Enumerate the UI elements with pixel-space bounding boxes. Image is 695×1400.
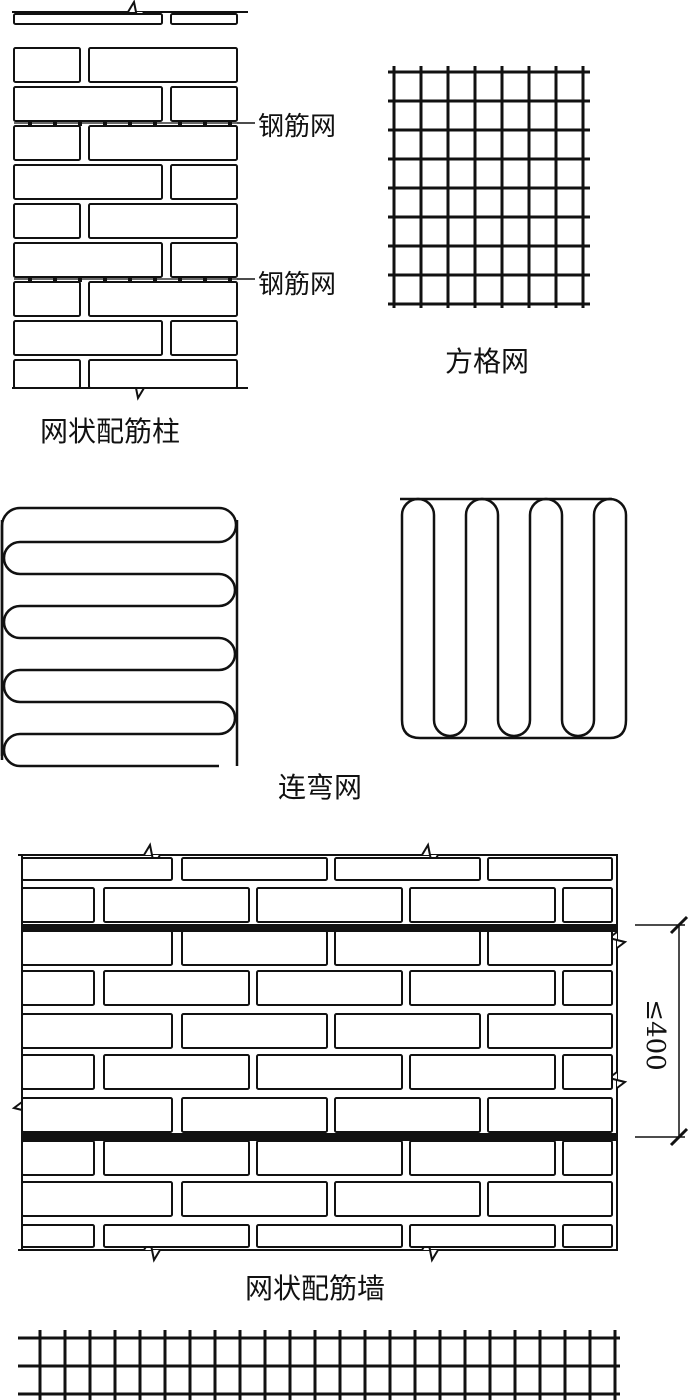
- brick: [487, 1013, 613, 1049]
- brick: [487, 930, 613, 966]
- continuous-mesh-caption: 连弯网: [278, 771, 362, 804]
- brick: [256, 1140, 403, 1176]
- brick: [562, 887, 613, 923]
- brick: [21, 887, 95, 923]
- reinforcement-mesh-layer: [22, 1133, 616, 1141]
- brick: [181, 1181, 328, 1217]
- brick: [170, 320, 238, 356]
- continuous-mesh-vertical-drawing: [400, 497, 628, 740]
- brick: [256, 970, 403, 1006]
- continuous-mesh-horizontal-drawing: [0, 506, 239, 768]
- dimension-tick: [669, 915, 689, 935]
- brick: [13, 281, 81, 317]
- brick: [13, 86, 163, 122]
- mesh-bottom-bar: [400, 719, 628, 740]
- brick: [88, 47, 238, 83]
- brick: [409, 887, 556, 923]
- brick: [409, 1054, 556, 1090]
- brick: [21, 930, 173, 966]
- brick: [256, 1054, 403, 1090]
- brick: [256, 887, 403, 923]
- brick: [170, 164, 238, 200]
- brick: [170, 242, 238, 278]
- brick: [181, 857, 328, 881]
- brick: [562, 1224, 613, 1248]
- brick: [13, 203, 81, 239]
- brick: [13, 242, 163, 278]
- brick: [409, 1224, 556, 1248]
- brick: [13, 13, 163, 25]
- brick: [21, 1097, 173, 1133]
- brick: [13, 47, 81, 83]
- brick: [562, 1054, 613, 1090]
- brick: [334, 857, 481, 881]
- brick: [334, 1181, 481, 1217]
- brick: [103, 1140, 250, 1176]
- dimension-tick: [669, 1127, 689, 1147]
- column-caption: 网状配筋柱: [40, 415, 180, 448]
- brick: [103, 887, 250, 923]
- mesh-label-bottom: 钢筋网: [258, 270, 336, 300]
- brick: [487, 1097, 613, 1133]
- reinforcement-mesh-layer: [22, 924, 616, 932]
- brick: [409, 970, 556, 1006]
- bottom-mesh-drawing: [18, 1330, 620, 1400]
- continuous-bar: [400, 497, 628, 738]
- brick: [181, 1097, 328, 1133]
- brick: [13, 320, 163, 356]
- brick: [487, 857, 613, 881]
- brick: [21, 1140, 95, 1176]
- brick: [170, 86, 238, 122]
- brick: [170, 13, 238, 25]
- brick: [13, 359, 81, 389]
- brick: [21, 857, 173, 881]
- brick: [181, 1013, 328, 1049]
- spacing-dimension-label: ≤400: [640, 999, 670, 1070]
- brick: [13, 125, 81, 161]
- brick: [21, 1013, 173, 1049]
- square-mesh-drawing: [388, 66, 590, 308]
- brick: [88, 125, 238, 161]
- wall-caption: 网状配筋墙: [245, 1272, 385, 1305]
- brick: [21, 1054, 95, 1090]
- brick: [21, 1224, 95, 1248]
- brick: [21, 970, 95, 1006]
- brick: [334, 1097, 481, 1133]
- brick: [103, 1224, 250, 1248]
- brick: [562, 1140, 613, 1176]
- brick: [487, 1181, 613, 1217]
- brick: [21, 1181, 173, 1217]
- brick: [181, 930, 328, 966]
- square-mesh-caption: 方格网: [445, 345, 529, 378]
- brick: [88, 359, 238, 389]
- brick: [562, 970, 613, 1006]
- brick: [103, 1054, 250, 1090]
- brick: [88, 281, 238, 317]
- mesh-label-top: 钢筋网: [258, 112, 336, 142]
- brick: [13, 164, 163, 200]
- brick: [103, 970, 250, 1006]
- brick: [409, 1140, 556, 1176]
- brick: [334, 930, 481, 966]
- brick: [334, 1013, 481, 1049]
- brick: [88, 203, 238, 239]
- brick: [256, 1224, 403, 1248]
- reinforced-column-drawing: [12, 0, 255, 401]
- reinforced-wall-drawing: [11, 842, 689, 1263]
- continuous-bar: [0, 506, 238, 768]
